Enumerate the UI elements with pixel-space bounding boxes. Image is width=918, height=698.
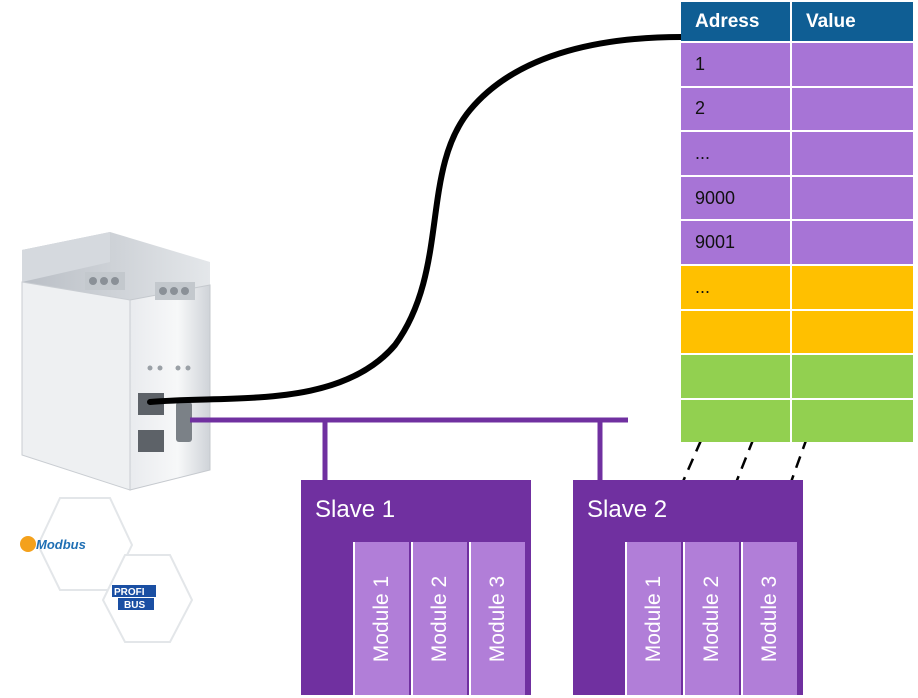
address-cell: ... [681, 265, 792, 309]
module-label: Module 1 [370, 575, 394, 662]
slave-1-module-3: Module 3 [469, 542, 525, 695]
register-row: ... [681, 263, 913, 309]
slave-1-module-2: Module 2 [411, 542, 467, 695]
value-column-header: Value [806, 10, 856, 32]
address-cell: 1 [681, 43, 792, 86]
profibus-line [190, 417, 628, 480]
value-cell [792, 265, 913, 309]
register-row: ... [681, 130, 913, 175]
register-table-header: Adress Value [681, 2, 913, 41]
slave-2-module-3: Module 3 [741, 542, 797, 695]
value-cell [792, 176, 913, 220]
module-label: Module 2 [700, 575, 724, 662]
profibus-logo-top: PROFI [114, 587, 145, 598]
slave-2: Slave 2 Module 1 Module 2 Module 3 [573, 480, 803, 695]
register-row: 9001 [681, 219, 913, 264]
profibus-logo-bottom: BUS [124, 600, 145, 611]
value-cell [792, 355, 913, 398]
value-cell [792, 132, 913, 175]
address-cell [681, 399, 792, 443]
register-row [681, 397, 913, 443]
value-cell [792, 399, 913, 443]
slave-title: Slave 2 [587, 496, 668, 523]
value-cell [792, 43, 913, 86]
register-row: 2 [681, 85, 913, 131]
address-cell: 2 [681, 87, 792, 131]
slave-1: Slave 1 Module 1 Module 2 Module 3 [301, 480, 531, 695]
db9-connector [176, 402, 192, 442]
modbus-logo-text: Modbus [36, 537, 86, 552]
ethernet-cable [147, 34, 684, 405]
register-row [681, 308, 913, 354]
address-cell: 9001 [681, 221, 792, 264]
module-label: Module 2 [428, 575, 452, 662]
address-cell: ... [681, 132, 792, 175]
slave-2-module-1: Module 1 [625, 542, 681, 695]
register-row: 9000 [681, 174, 913, 220]
terminal-block-right [155, 282, 195, 300]
module-label: Module 3 [758, 575, 782, 662]
modbus-logo: Modbus [20, 497, 134, 591]
register-row: 1 [681, 41, 913, 86]
slave-title: Slave 1 [315, 496, 396, 523]
value-cell [792, 310, 913, 354]
address-cell [681, 310, 792, 354]
module-label: Module 1 [642, 575, 666, 662]
terminal-block-left [85, 272, 125, 290]
address-cell [681, 355, 792, 398]
address-cell: 9000 [681, 176, 792, 220]
value-cell [792, 87, 913, 131]
ethernet-port-2 [138, 430, 164, 452]
status-leds [147, 365, 191, 371]
slave-1-module-1: Module 1 [353, 542, 409, 695]
address-column-header: Adress [681, 2, 792, 41]
gateway-device [21, 232, 211, 491]
register-row [681, 353, 913, 398]
value-cell [792, 221, 913, 264]
slave-2-module-2: Module 2 [683, 542, 739, 695]
module-label: Module 3 [486, 575, 510, 662]
profibus-logo: PROFI BUS [101, 554, 194, 643]
